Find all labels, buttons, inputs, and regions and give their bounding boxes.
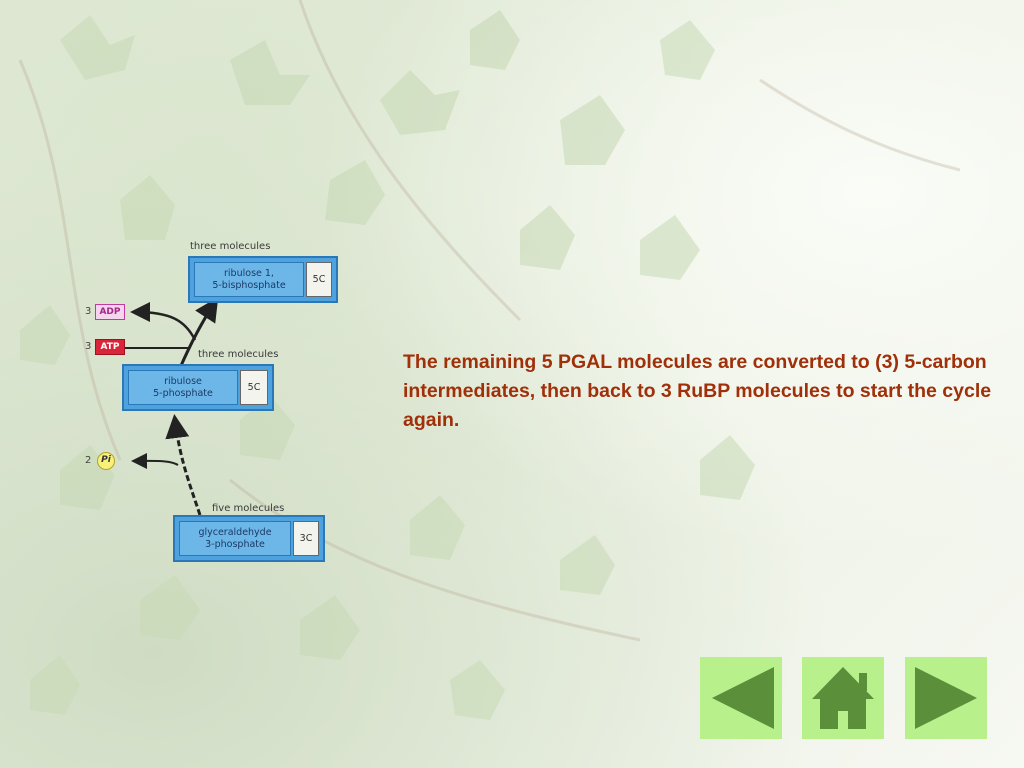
back-button[interactable] (700, 657, 782, 739)
adp-coefficient: 3 (85, 306, 92, 317)
pi-release-arrow (131, 452, 179, 469)
pgal-carbon-badge: 3C (293, 521, 319, 556)
rubp-molecule-box: ribulose 1,5-bisphosphate 5C (188, 256, 338, 303)
ru5p-carbon-badge: 5C (240, 370, 268, 405)
right-triangle-icon (915, 667, 977, 729)
rubp-name-line1: ribulose 1, (224, 267, 274, 279)
ru5p-count-label: three molecules (198, 349, 279, 360)
left-triangle-icon (712, 667, 774, 729)
diagram-arrows (125, 296, 219, 516)
pi-tag: Pi (97, 452, 115, 470)
rubp-name: ribulose 1,5-bisphosphate (194, 262, 304, 297)
cycle-path-pgal-to-ru5p (165, 414, 202, 516)
pgal-count-label: five molecules (212, 503, 285, 514)
calvin-cycle-diagram: three molecules ribulose 1,5-bisphosphat… (80, 240, 360, 570)
rubp-count-label: three molecules (190, 241, 271, 252)
slide-body-text: The remaining 5 PGAL molecules are conve… (403, 351, 992, 431)
pgal-name-line1: glyceraldehyde (198, 526, 272, 538)
house-icon (812, 667, 874, 729)
pi-coefficient: 2 (85, 455, 92, 466)
pgal-name-line2: 3-phosphate (205, 538, 265, 550)
ru5p-name-line1: ribulose (164, 375, 202, 387)
rubp-carbon-badge: 5C (306, 262, 332, 297)
home-button[interactable] (802, 657, 884, 739)
atp-tag: ATP (95, 339, 125, 355)
atp-coefficient: 3 (85, 341, 92, 352)
next-button[interactable] (905, 657, 987, 739)
ru5p-name-line2: 5-phosphate (153, 387, 213, 399)
adp-release-arrow (130, 302, 197, 341)
adp-tag: ADP (95, 304, 125, 320)
rubp-name-line2: 5-bisphosphate (212, 279, 286, 291)
cycle-path-ru5p-to-rubp (178, 296, 219, 369)
